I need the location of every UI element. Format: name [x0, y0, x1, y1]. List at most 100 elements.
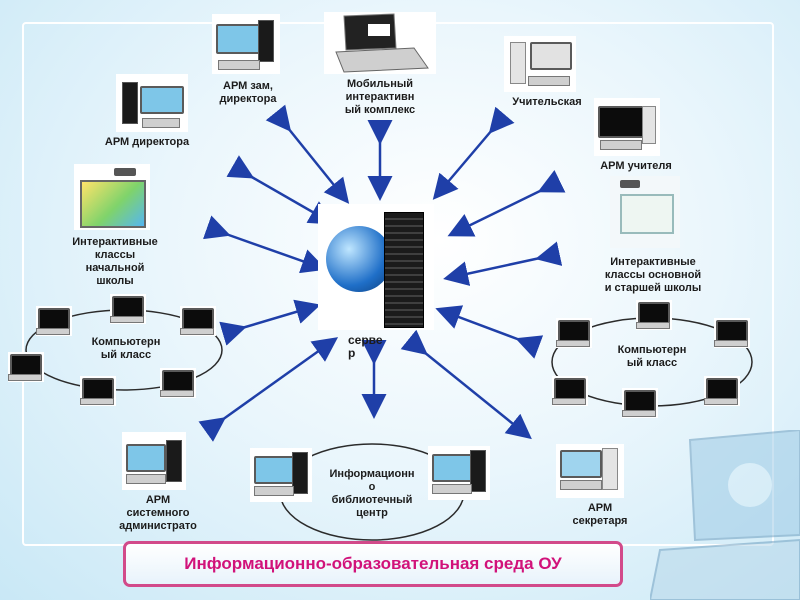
library-label-line-4: центр — [356, 507, 388, 519]
pc-tower-icon — [642, 106, 656, 144]
library-pc-left-node — [250, 448, 312, 502]
computer-class-left-label-line-1: Компьютерн — [91, 336, 161, 348]
arm-deputy-label-line-2: директора — [219, 93, 277, 105]
arm-deputy-label-line-1: АРМ зам, — [223, 80, 273, 92]
computer-class-right-label: Компьютерн ый класс — [604, 344, 700, 370]
pc-tower-icon — [602, 448, 618, 490]
laptop-icon — [622, 388, 658, 418]
arm-secretary-node — [556, 444, 624, 498]
wifi-laptop-icon — [335, 13, 429, 73]
monitor-icon — [126, 444, 166, 472]
laptop-icon — [80, 376, 116, 406]
arm-sysadmin-label-line-2: системного — [126, 507, 190, 519]
laptop-icon — [180, 306, 216, 336]
keyboard-icon — [600, 140, 642, 150]
link-teacher — [447, 169, 566, 237]
link-deputy — [265, 104, 350, 204]
link-teachers-room — [432, 106, 515, 200]
computer-class-left-label: Компьютерн ый класс — [78, 336, 174, 362]
keyboard-icon — [432, 484, 472, 494]
server-rack-icon — [384, 212, 424, 328]
monitor-icon — [530, 42, 572, 70]
laptop-icon — [636, 300, 672, 330]
teachers-room-node — [504, 36, 576, 92]
arm-deputy-node — [212, 14, 280, 74]
link-director — [226, 155, 335, 225]
mobile-complex-label-line-2: интерактивн — [345, 91, 415, 103]
laptop-icon — [704, 376, 740, 406]
pc-tower-icon — [510, 42, 526, 84]
laptop-icon — [36, 306, 72, 336]
monitor-icon — [560, 450, 602, 478]
interactive-secondary-label-line-3: и старшей школы — [604, 282, 702, 294]
arm-teacher-node — [594, 98, 660, 156]
library-label: Информационн о библиотечный центр — [316, 468, 428, 520]
link-computer-class-right — [435, 305, 544, 359]
whiteboard-icon — [620, 194, 674, 234]
keyboard-icon — [126, 474, 166, 484]
laptop-icon — [8, 352, 44, 382]
pc-tower-icon — [166, 440, 182, 482]
server-label-line-1: серве — [348, 333, 383, 347]
library-label-line-2: о — [368, 481, 376, 493]
pc-tower-icon — [292, 452, 308, 494]
interactive-secondary-label-line-1: Интерактивные — [610, 256, 696, 268]
arm-teacher-label: АРМ учителя — [600, 160, 672, 172]
link-secretary — [400, 329, 532, 440]
laptop-icon — [714, 318, 750, 348]
library-pc-right-node — [428, 446, 490, 500]
laptop-icon — [552, 376, 588, 406]
laptop-icon — [160, 368, 196, 398]
library-label-line-3: библиотечный — [331, 494, 413, 506]
computer-class-right-label-line-1: Компьютерн — [617, 344, 687, 356]
arm-secretary-label-line-2: секретаря — [572, 515, 628, 527]
monitor-icon — [432, 454, 472, 482]
teachers-room-label: Учительская — [512, 96, 582, 108]
arm-sysadmin-label-line-1: АРМ — [145, 494, 171, 506]
monitor-icon — [140, 86, 184, 114]
interactive-primary-label-line-3: начальной — [85, 262, 145, 274]
arm-secretary-label: АРМ секретаря — [560, 502, 640, 528]
computer-class-right-label-line-2: ый класс — [626, 357, 678, 369]
interactive-primary-node — [74, 164, 150, 230]
laptop-icon — [556, 318, 592, 348]
keyboard-icon — [254, 486, 294, 496]
arm-deputy-label: АРМ зам, директора — [208, 80, 288, 106]
mobile-complex-label: Мобильный интерактивн ый комплекс — [328, 78, 432, 117]
library-label-line-1: Информационн — [329, 468, 415, 480]
projector-icon — [114, 168, 136, 176]
link-computer-class-left — [219, 299, 321, 346]
computer-class-left-label-line-2: ый класс — [100, 349, 152, 361]
keyboard-icon — [142, 118, 180, 128]
keyboard-icon — [560, 480, 602, 490]
interactive-primary-label-line-4: школы — [96, 275, 134, 287]
diagram-title: Информационно-образовательная среда ОУ — [123, 541, 623, 587]
interactive-secondary-label: Интерактивные классы основной и старшей … — [588, 256, 718, 295]
server-label-line-2: р — [348, 346, 356, 360]
mobile-complex-node — [324, 12, 436, 74]
arm-sysadmin-label-line-3: администрато — [119, 520, 197, 532]
laptop-icon — [110, 294, 146, 324]
pc-tower-icon — [122, 82, 138, 124]
laptop-background-illustration — [650, 430, 800, 600]
interactive-secondary-label-line-2: классы основной — [604, 269, 702, 281]
mobile-complex-label-line-3: ый комплекс — [344, 104, 416, 116]
interactive-primary-label-line-2: классы — [94, 249, 136, 261]
monitor-icon — [598, 106, 644, 138]
mobile-complex-label-line-1: Мобильный — [347, 78, 413, 90]
interactive-secondary-node — [610, 176, 680, 248]
link-interactive-secondary — [443, 241, 563, 286]
arm-director-label: АРМ директора — [104, 136, 190, 148]
whiteboard-icon — [80, 180, 146, 228]
interactive-primary-label-line-1: Интерактивные — [72, 236, 158, 248]
monitor-icon — [254, 456, 294, 484]
link-sysadmin — [198, 337, 339, 442]
server-label: серве р — [348, 334, 408, 360]
arm-director-node — [116, 74, 188, 132]
keyboard-icon — [528, 76, 570, 86]
monitor-icon — [216, 24, 260, 54]
arm-secretary-label-line-1: АРМ — [587, 502, 613, 514]
pc-tower-icon — [470, 450, 486, 492]
projector-icon — [620, 180, 640, 188]
pc-tower-icon — [258, 20, 274, 62]
